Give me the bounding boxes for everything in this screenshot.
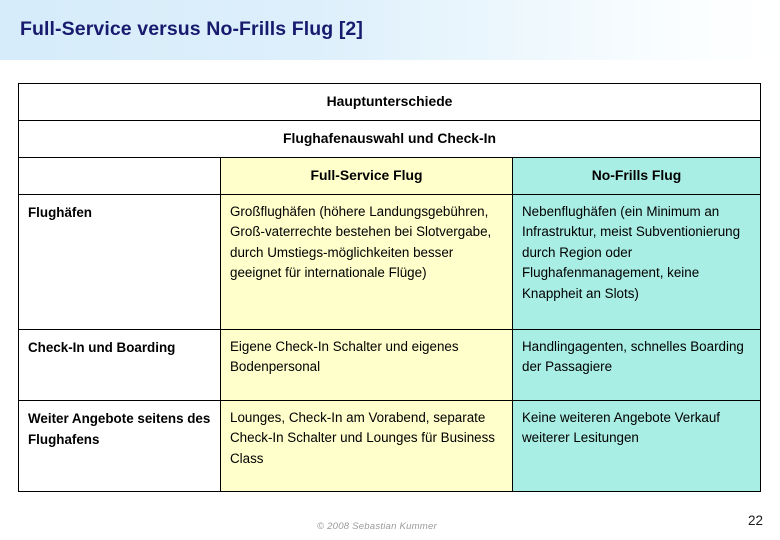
cell-text-no-frills-flughaefen: Nebenflughäfen (ein Minimum an Infrastru… <box>522 204 741 301</box>
cell-text-no-frills-weitere-angebote: Keine weiteren Angebote Verkauf weiterer… <box>522 410 721 446</box>
table-banner-row-section: Flughafenauswahl und Check-In <box>18 120 761 158</box>
cell-no-frills-weitere-angebote: Keine weiteren Angebote Verkauf weiterer… <box>512 400 761 492</box>
footer-page-number: 22 <box>748 513 764 528</box>
table-banner-row-main: Hauptunterschiede <box>18 83 761 121</box>
cell-no-frills-flughaefen: Nebenflughäfen (ein Minimum an Infrastru… <box>512 194 761 330</box>
footer-copyright: © 2008 Sebastian Kummer <box>317 521 437 532</box>
table-column-header-row: Full-Service Flug No-Frills Flug <box>18 157 761 195</box>
row-label-text-checkin-boarding: Check-In und Boarding <box>28 340 176 355</box>
column-header-full-service: Full-Service Flug <box>220 157 513 195</box>
column-header-no-frills-text: No-Frills Flug <box>591 167 682 183</box>
cell-text-full-service-checkin-boarding: Eigene Check-In Schalter und eigenes Bod… <box>230 339 459 375</box>
banner-text-flughafenauswahl: Flughafenauswahl und Check-In <box>282 130 496 146</box>
column-header-full-service-text: Full-Service Flug <box>310 167 423 183</box>
banner-text-hauptunterschiede: Hauptunterschiede <box>326 93 453 109</box>
row-label-text-weitere-angebote: Weiter Angebote seitens des Flughafens <box>28 411 211 448</box>
table-row: Weiter Angebote seitens des Flughafens L… <box>18 400 761 492</box>
table-row: Check-In und Boarding Eigene Check-In Sc… <box>18 329 761 401</box>
cell-text-no-frills-checkin-boarding: Handlingagenten, schnelles Boarding der … <box>522 339 744 375</box>
page-title: Full-Service versus No-Frills Flug [2] <box>20 18 363 40</box>
row-label-cell-flughaefen: Flughäfen <box>18 194 221 330</box>
column-header-no-frills: No-Frills Flug <box>512 157 761 195</box>
cell-no-frills-checkin-boarding: Handlingagenten, schnelles Boarding der … <box>512 329 761 401</box>
cell-text-full-service-flughaefen: Großflughäfen (höhere Landungsgebühren, … <box>230 204 492 281</box>
row-label-text-flughaefen: Flughäfen <box>28 205 92 220</box>
comparison-table: Hauptunterschiede Flughafenauswahl und C… <box>18 83 761 492</box>
cell-full-service-checkin-boarding: Eigene Check-In Schalter und eigenes Bod… <box>220 329 513 401</box>
row-label-cell-weitere-angebote: Weiter Angebote seitens des Flughafens <box>18 400 221 492</box>
column-header-label-empty <box>18 157 221 195</box>
column-header-label-text <box>19 158 220 176</box>
banner-cell-flughafenauswahl: Flughafenauswahl und Check-In <box>18 120 761 158</box>
cell-text-full-service-weitere-angebote: Lounges, Check-In am Vorabend, separate … <box>230 410 495 466</box>
cell-full-service-flughaefen: Großflughäfen (höhere Landungsgebühren, … <box>220 194 513 330</box>
banner-cell-hauptunterschiede: Hauptunterschiede <box>18 83 761 121</box>
cell-full-service-weitere-angebote: Lounges, Check-In am Vorabend, separate … <box>220 400 513 492</box>
row-label-cell-checkin-boarding: Check-In und Boarding <box>18 329 221 401</box>
table-row: Flughäfen Großflughäfen (höhere Landungs… <box>18 194 761 330</box>
slide-title-bar: Full-Service versus No-Frills Flug [2] <box>0 0 780 60</box>
